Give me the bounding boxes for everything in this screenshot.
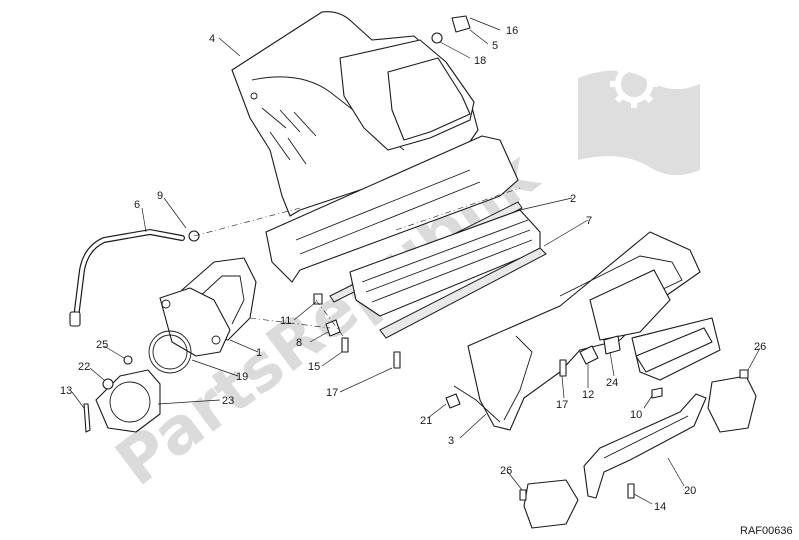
callout-12: 12 (582, 389, 594, 401)
callout-26-right: 26 (754, 341, 766, 353)
callout-13: 13 (60, 385, 72, 397)
callout-26-left: 26 (500, 465, 512, 477)
callout-1: 1 (256, 347, 262, 359)
leader-lines (71, 17, 761, 505)
callout-19: 19 (236, 371, 248, 383)
part-20-bracket (583, 393, 707, 499)
drawing-code: RAF00636 (740, 525, 793, 537)
callout-9: 9 (157, 190, 163, 202)
callout-22: 22 (78, 361, 90, 373)
part-26-clamps (523, 327, 757, 529)
callout-labels: 4 16 5 18 2 7 6 9 11 8 15 17 1 19 23 25 … (60, 25, 766, 513)
callout-11: 11 (280, 315, 291, 327)
gear-icon (615, 65, 653, 103)
callout-18: 18 (474, 55, 486, 67)
part-6-breather-hose (69, 228, 185, 327)
callout-6: 6 (134, 199, 140, 211)
callout-15: 15 (308, 361, 320, 373)
callout-10: 10 (630, 409, 642, 421)
part-2-7-filter-assembly (265, 135, 547, 339)
callout-2: 2 (570, 193, 576, 205)
callout-5: 5 (492, 40, 498, 52)
callout-14: 14 (654, 501, 666, 513)
hardware-fasteners (83, 15, 749, 501)
callout-21: 21 (420, 415, 432, 427)
callout-8: 8 (296, 337, 302, 349)
callout-7: 7 (586, 215, 592, 227)
callout-25: 25 (96, 339, 108, 351)
callout-17-left: 17 (326, 387, 338, 399)
alignment-lines (193, 187, 521, 341)
part-1-intake-duct (159, 257, 257, 357)
callout-3: 3 (448, 435, 454, 447)
callout-16: 16 (506, 25, 518, 37)
callout-20: 20 (684, 485, 696, 497)
callout-17-right: 17 (556, 399, 568, 411)
gear-flag-logo (578, 60, 700, 176)
callout-23: 23 (222, 395, 234, 407)
callout-24: 24 (606, 377, 618, 389)
callout-4: 4 (209, 33, 215, 45)
